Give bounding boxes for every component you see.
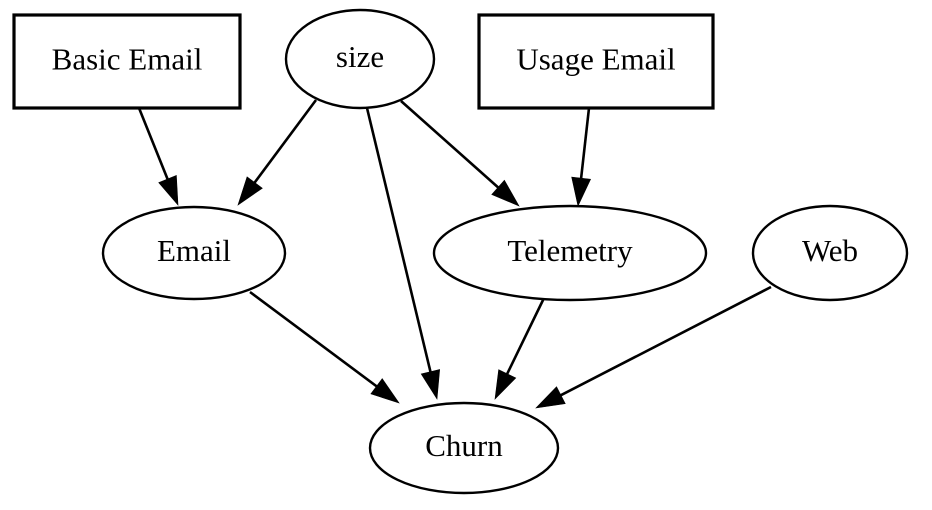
node-ellipse-shape[interactable]: [284, 8, 436, 110]
node-web[interactable]: Web: [751, 204, 909, 302]
arrowhead-icon: [535, 386, 566, 409]
node-box-shape[interactable]: [477, 13, 715, 110]
arrowhead-icon: [158, 175, 179, 206]
edge-usage_email-to-telemetry: [571, 107, 592, 207]
edge-line: [503, 297, 546, 380]
node-label: Usage Email: [516, 42, 675, 77]
edge-line: [365, 107, 434, 378]
arrowhead-icon: [237, 176, 263, 206]
edge-line: [554, 285, 772, 400]
edge-size-to-telemetry: [400, 100, 520, 207]
edge-line: [579, 107, 591, 185]
node-ellipse-shape[interactable]: [101, 205, 287, 301]
node-basic_email[interactable]: Basic Email: [12, 13, 242, 110]
arrowhead-icon: [494, 369, 517, 400]
node-label: Web: [802, 233, 858, 268]
edge-size-to-email: [237, 99, 318, 206]
edge-basic_email-to-email: [137, 107, 179, 206]
edge-web-to-churn: [535, 285, 772, 409]
edges-layer: [137, 99, 772, 409]
node-label: Email: [157, 233, 231, 268]
node-label: Telemetry: [507, 233, 633, 268]
node-ellipse-shape[interactable]: [751, 204, 909, 302]
arrowhead-icon: [491, 179, 520, 207]
arrowhead-icon: [571, 176, 592, 207]
arrowhead-icon: [370, 378, 400, 404]
edge-line: [250, 99, 318, 189]
node-usage_email[interactable]: Usage Email: [477, 13, 715, 110]
node-ellipse-shape[interactable]: [368, 401, 560, 495]
node-churn[interactable]: Churn: [368, 401, 560, 495]
node-ellipse-shape[interactable]: [432, 204, 708, 302]
edge-line: [249, 290, 383, 391]
edge-line: [137, 107, 171, 186]
node-telemetry[interactable]: Telemetry: [432, 204, 708, 302]
node-label: size: [336, 39, 384, 74]
arrowhead-icon: [420, 369, 441, 400]
node-box-shape[interactable]: [12, 13, 242, 110]
edge-size-to-churn: [365, 107, 441, 400]
edge-telemetry-to-churn: [494, 297, 546, 400]
edge-line: [400, 100, 504, 193]
node-label: Churn: [425, 428, 503, 463]
node-size[interactable]: size: [284, 8, 436, 110]
edge-email-to-churn: [249, 290, 400, 404]
node-label: Basic Email: [52, 42, 203, 77]
node-email[interactable]: Email: [101, 205, 287, 301]
